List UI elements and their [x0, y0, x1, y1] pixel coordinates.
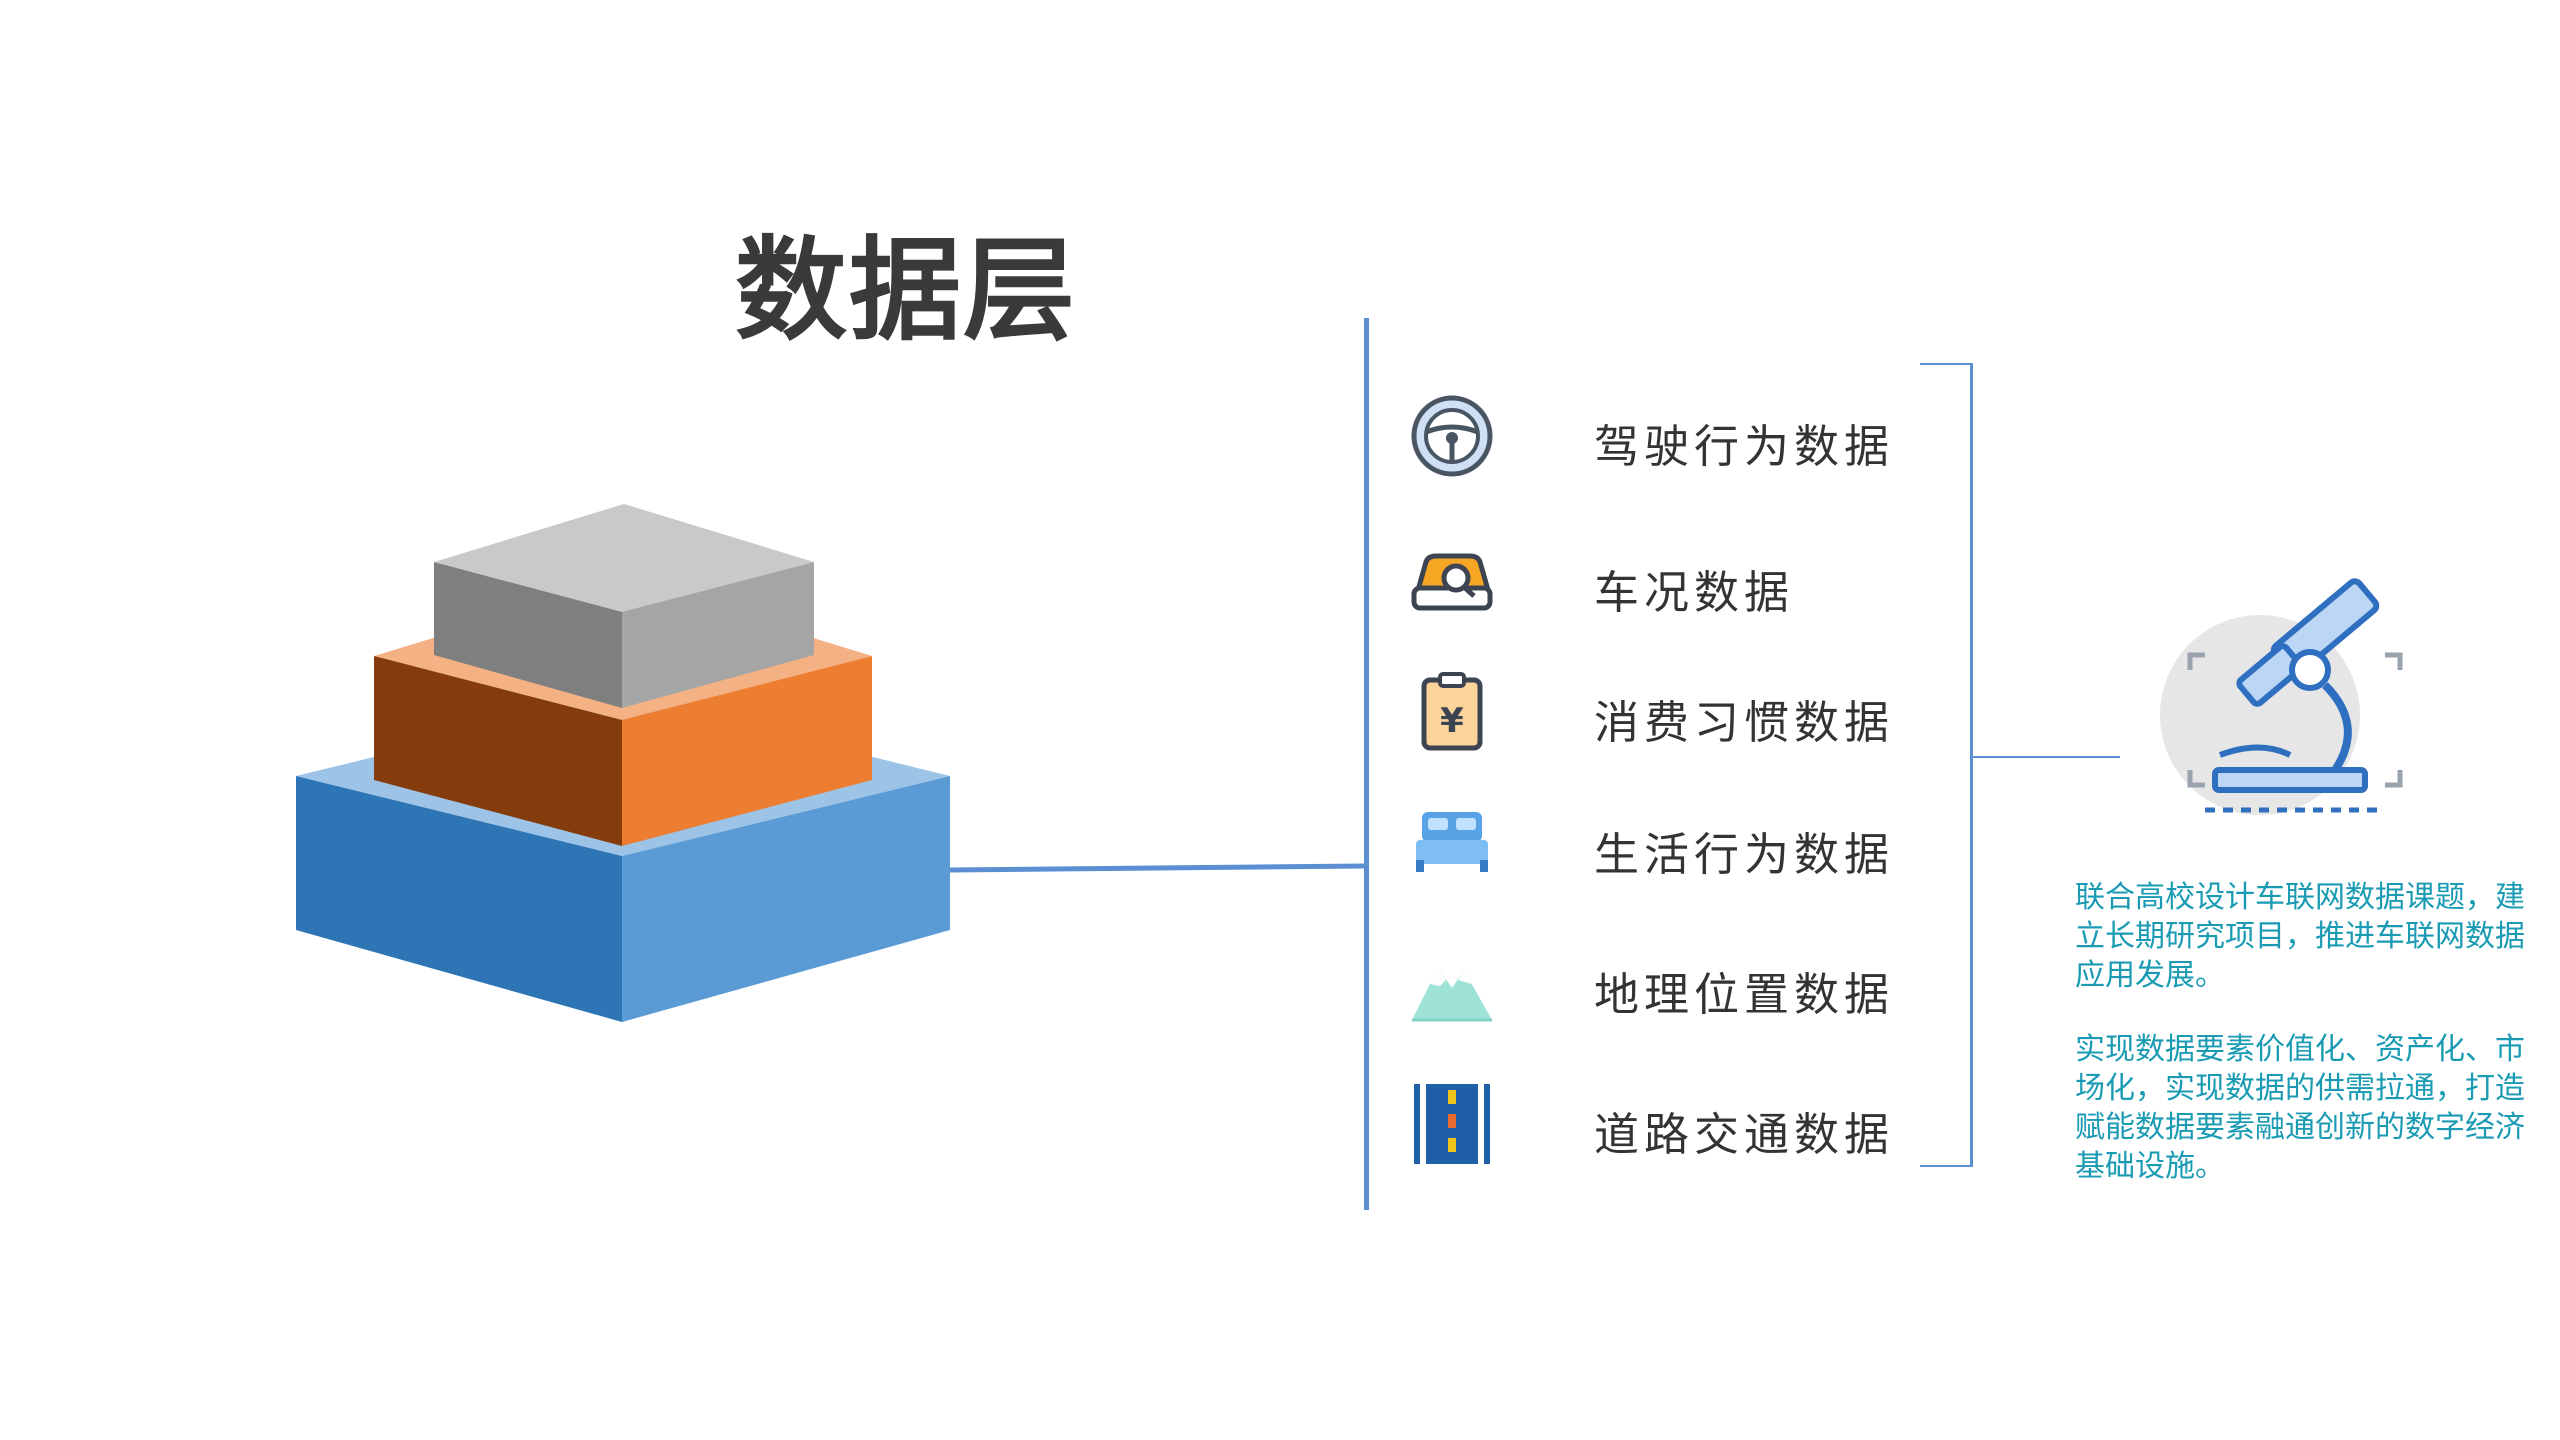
layer-pyramid	[296, 504, 1365, 1022]
data-item-consumption: ¥ 消费习惯数据	[1408, 668, 1928, 778]
steering-wheel-icon	[1411, 395, 1493, 477]
data-item-life: 生活行为数据	[1408, 800, 1928, 910]
bracket-connector-line	[1972, 756, 2120, 758]
pyramid-bottom-right-face	[622, 776, 950, 1022]
pyramid-layer-top	[434, 504, 814, 708]
description-paragraph-1: 联合高校设计车联网数据课题，建立长期研究项目，推进车联网数据应用发展。	[2075, 880, 2525, 993]
bed-icon	[1416, 812, 1488, 872]
data-item-label: 消费习惯数据	[1594, 696, 1895, 749]
data-item-label: 生活行为数据	[1594, 828, 1895, 881]
svg-text:¥: ¥	[1440, 701, 1464, 741]
pyramid-top-top-face	[434, 504, 814, 612]
road-icon	[1414, 1084, 1490, 1164]
description-paragraph-2: 实现数据要素价值化、资产化、市场化，实现数据的供需拉通，打造赋能数据要素融通创新…	[2075, 1032, 2525, 1184]
page-title: 数据层	[735, 226, 1077, 356]
data-item-label: 驾驶行为数据	[1594, 420, 1895, 473]
pyramid-top-left-face	[434, 562, 622, 708]
car-inspect-icon	[1411, 553, 1493, 611]
data-item-label: 道路交通数据	[1594, 1108, 1895, 1161]
data-item-traffic: 道路交通数据	[1408, 1080, 1928, 1190]
mountain-icon	[1412, 968, 1492, 1022]
pyramid-connector-line	[949, 863, 1365, 873]
data-item-vehicle-condition: 车况数据	[1408, 538, 1928, 648]
pyramid-middle-left-face	[374, 656, 622, 846]
pyramid-middle-right-face	[622, 656, 872, 846]
microscope-icon	[2160, 578, 2403, 815]
data-item-label: 地理位置数据	[1594, 968, 1895, 1021]
data-item-location: 地理位置数据	[1408, 940, 1928, 1050]
divider-line	[1364, 318, 1369, 1210]
pyramid-bottom-left-face	[296, 776, 622, 1022]
data-item-label: 车况数据	[1594, 566, 1795, 619]
data-item-driving: 驾驶行为数据	[1408, 392, 1928, 502]
yuan-receipt-icon: ¥	[1421, 672, 1483, 751]
pyramid-top-right-face	[622, 562, 814, 708]
items-bracket	[1920, 363, 1973, 1167]
